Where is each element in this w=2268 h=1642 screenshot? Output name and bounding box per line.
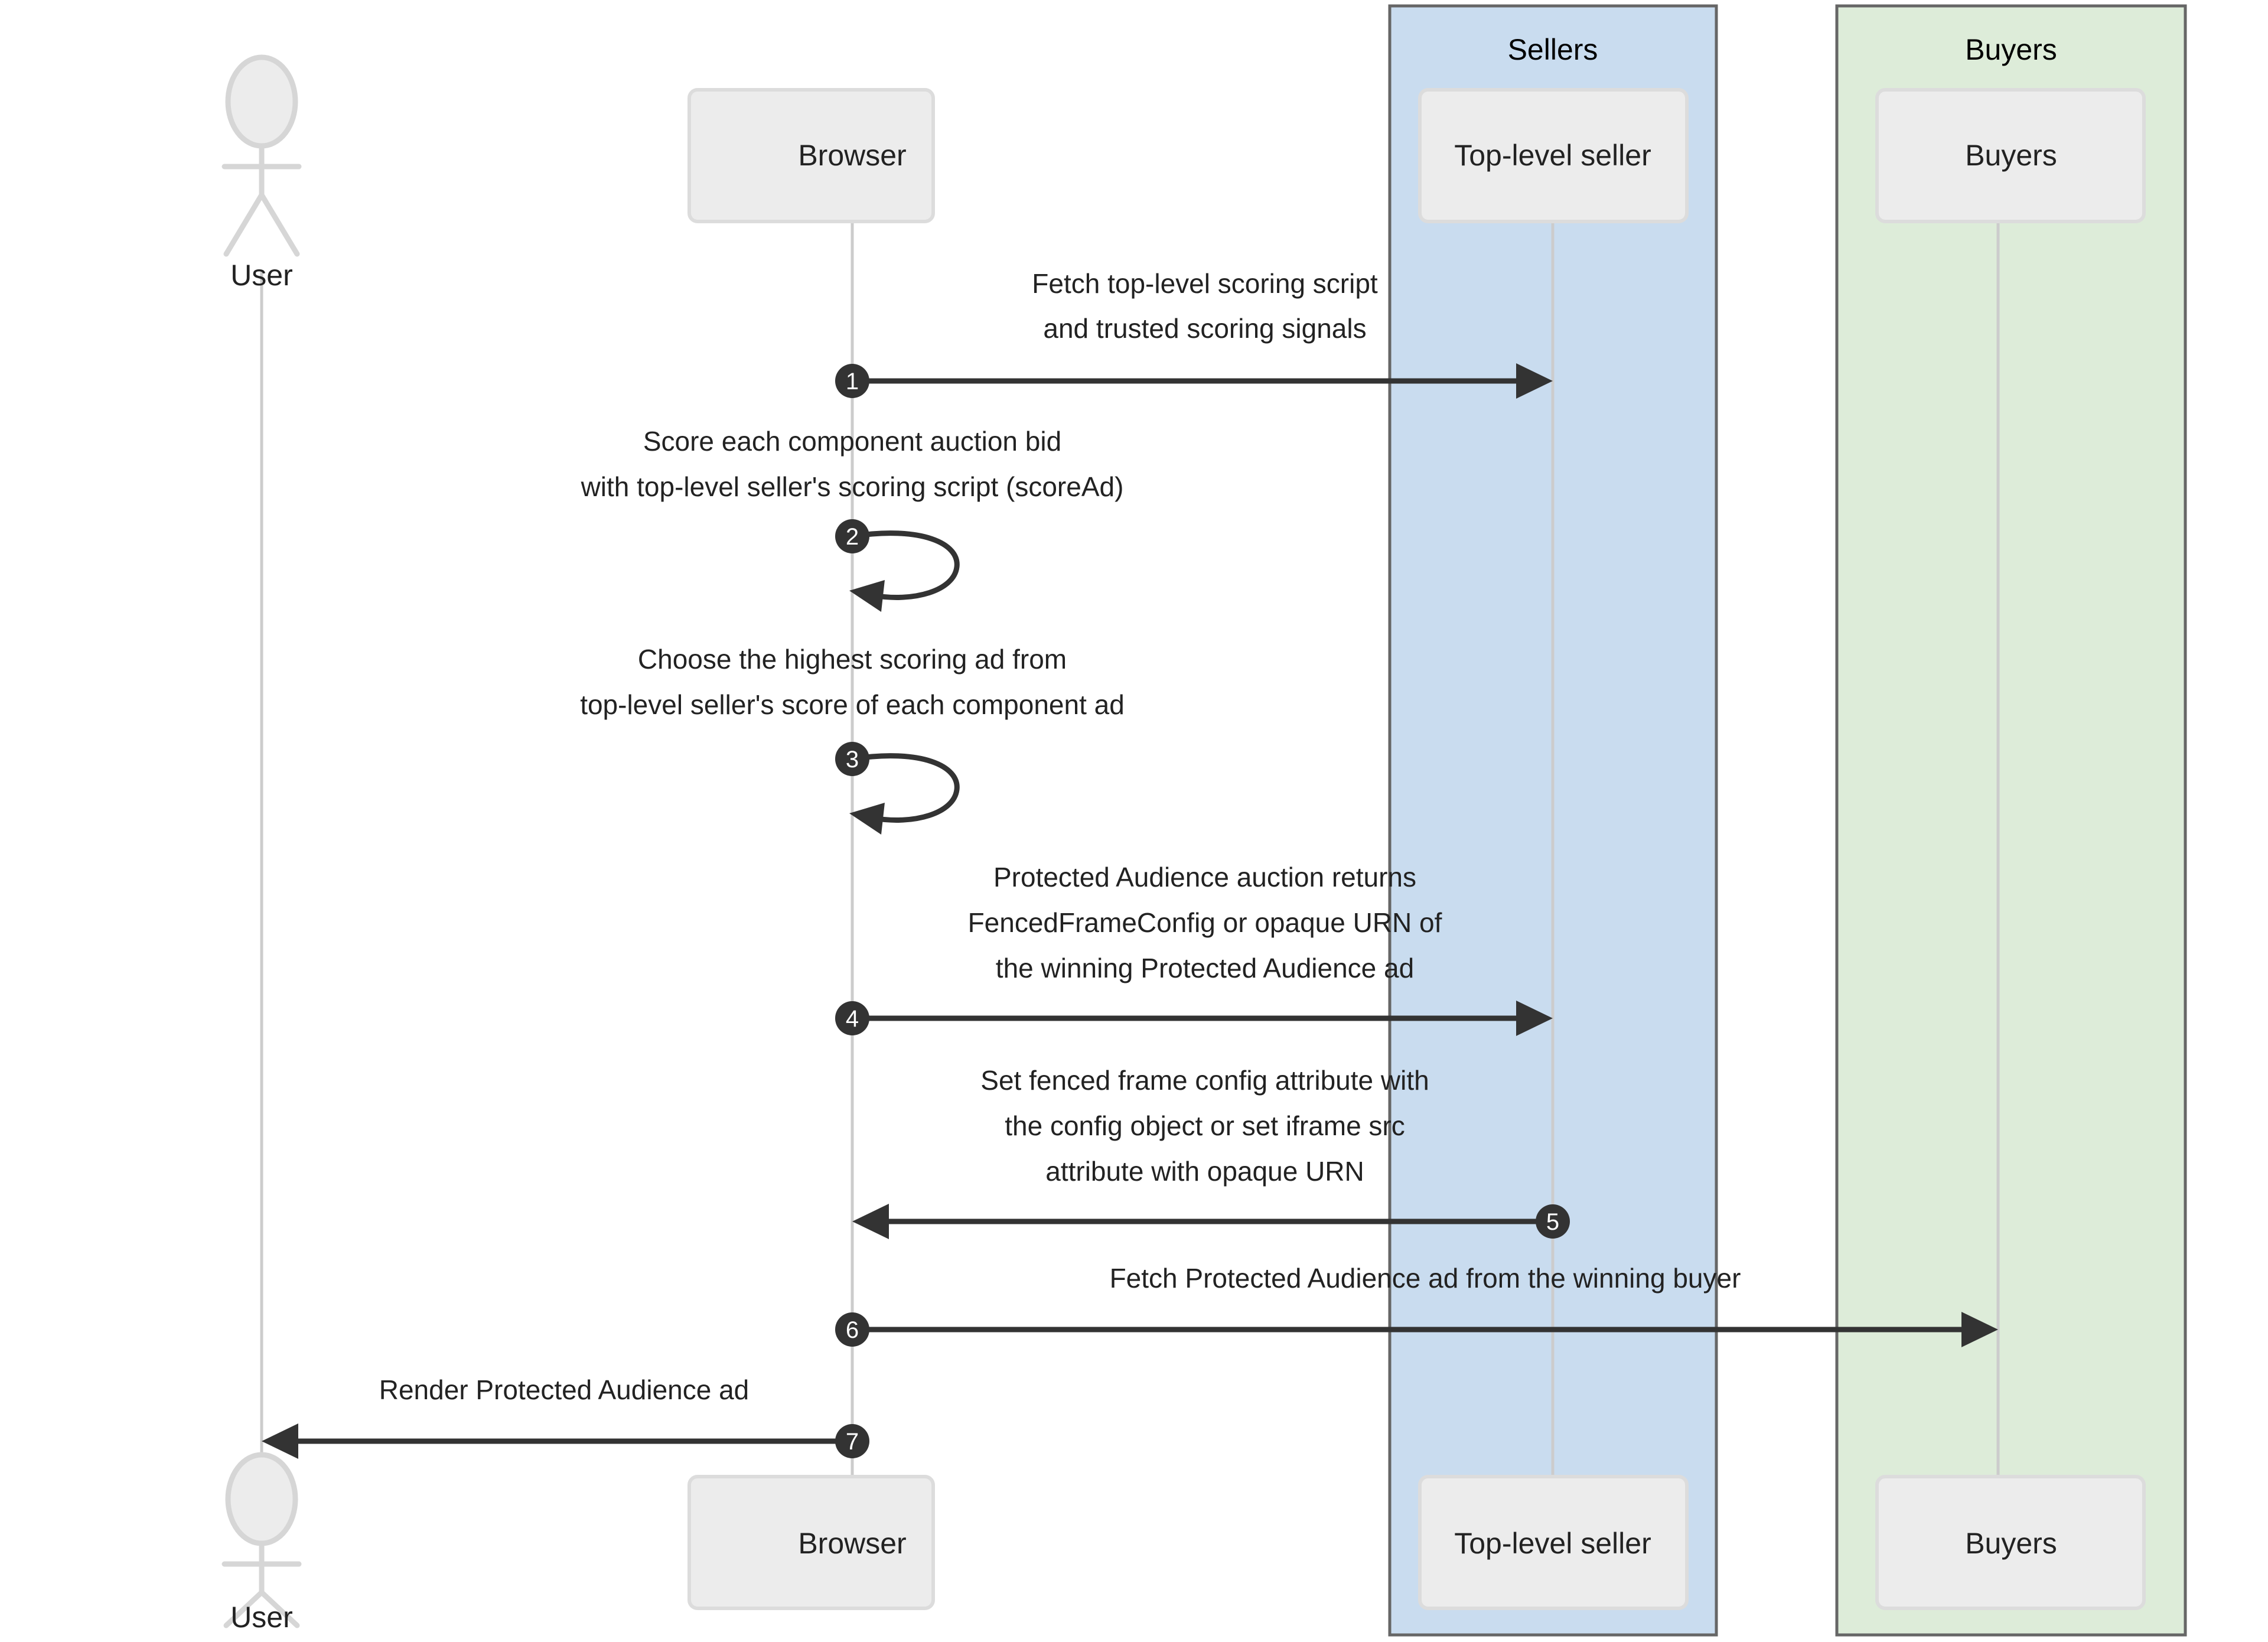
message-5-arrowhead-icon [852,1204,889,1239]
message-2-self-loop-line [852,530,960,600]
message-4-line-1: Protected Audience auction returns [993,862,1416,892]
participant-buyers-top[interactable]: Buyers [1875,88,2146,223]
message-7[interactable]: Render Protected Audience ad 7 [262,1374,869,1459]
message-6[interactable]: Fetch Protected Audience ad from the win… [835,1263,1998,1347]
group-buyers-label: Buyers [1965,33,2057,66]
message-1[interactable]: Fetch top-level scoring script and trust… [835,268,1553,399]
participant-browser-top[interactable]: Browser [687,88,935,223]
message-2-line-2: with top-level seller's scoring script (… [581,471,1124,502]
participant-seller-bottom[interactable]: Top-level seller [1418,1475,1689,1610]
group-buyers: Buyers [1835,4,2187,1637]
message-4-line-2: FencedFrameConfig or opaque URN of [968,907,1442,938]
message-7-arrowhead-icon [262,1423,298,1459]
message-6-arrowhead-icon [1961,1312,1998,1347]
participant-seller-label-bottom: Top-level seller [1454,1527,1651,1560]
message-7-line-1: Render Protected Audience ad [379,1374,750,1405]
participant-browser-label-bottom: Browser [798,1527,906,1560]
participant-buyers-label-bottom: Buyers [1965,1527,2057,1560]
actor-user-label-bottom: User [230,1601,293,1634]
message-3-line-1: Choose the highest scoring ad from [638,644,1067,675]
actor-user-bottom[interactable]: User [221,1452,302,1634]
message-3-line-2: top-level seller's score of each compone… [580,689,1125,720]
participant-browser-label-top: Browser [798,139,906,172]
message-5[interactable]: Set fenced frame config attribute with t… [852,1065,1570,1239]
message-2-line-1: Score each component auction bid [643,426,1061,457]
message-3-arrowhead-icon [849,803,885,835]
message-7-badge [835,1424,869,1458]
message-2-badge [835,519,869,553]
message-6-line-1: Fetch Protected Audience ad from the win… [1110,1263,1741,1294]
actor-user-label-top: User [230,259,293,292]
actor-body-icon [221,143,302,257]
participant-browser-bottom[interactable]: Browser [687,1475,935,1610]
participant-buyers-bottom[interactable]: Buyers [1875,1475,2146,1610]
message-3-self-loop-line [852,753,960,823]
message-3[interactable]: Choose the highest scoring ad from top-l… [580,644,1125,835]
message-5-line-2: the config object or set iframe src [1005,1110,1405,1141]
message-4[interactable]: Protected Audience auction returns Fence… [835,862,1553,1036]
message-4-line-3: the winning Protected Audience ad [996,953,1414,983]
participant-buyers-label-top: Buyers [1965,139,2057,172]
message-3-number: 3 [846,747,859,773]
group-sellers-label: Sellers [1508,33,1598,66]
message-2-arrowhead-icon [849,580,885,612]
message-6-badge [835,1312,869,1347]
message-2-number: 2 [846,524,859,550]
actor-head-icon [225,54,298,149]
message-6-number: 6 [846,1317,859,1343]
message-5-line-1: Set fenced frame config attribute with [980,1065,1429,1096]
message-4-badge [835,1001,869,1035]
message-5-line-3: attribute with opaque URN [1045,1156,1364,1187]
message-5-number: 5 [1546,1209,1559,1235]
message-3-badge [835,742,869,776]
message-1-line-1: Fetch top-level scoring script [1032,268,1378,299]
message-4-number: 4 [846,1006,859,1032]
message-7-number: 7 [846,1429,859,1455]
message-1-badge [835,364,869,398]
message-1-line-2: and trusted scoring signals [1043,313,1366,344]
participant-seller-label-top: Top-level seller [1454,139,1651,172]
message-1-arrowhead-icon [1516,363,1553,399]
message-4-arrowhead-icon [1516,1001,1553,1036]
message-1-number: 1 [846,369,859,395]
participant-seller-top[interactable]: Top-level seller [1418,88,1689,223]
actor-body-icon-bottom [221,1540,302,1628]
message-5-badge [1536,1204,1570,1239]
message-2[interactable]: Score each component auction bid with to… [581,426,1124,612]
actor-user-top[interactable]: User [221,54,302,292]
actor-head-icon-bottom [225,1452,298,1546]
